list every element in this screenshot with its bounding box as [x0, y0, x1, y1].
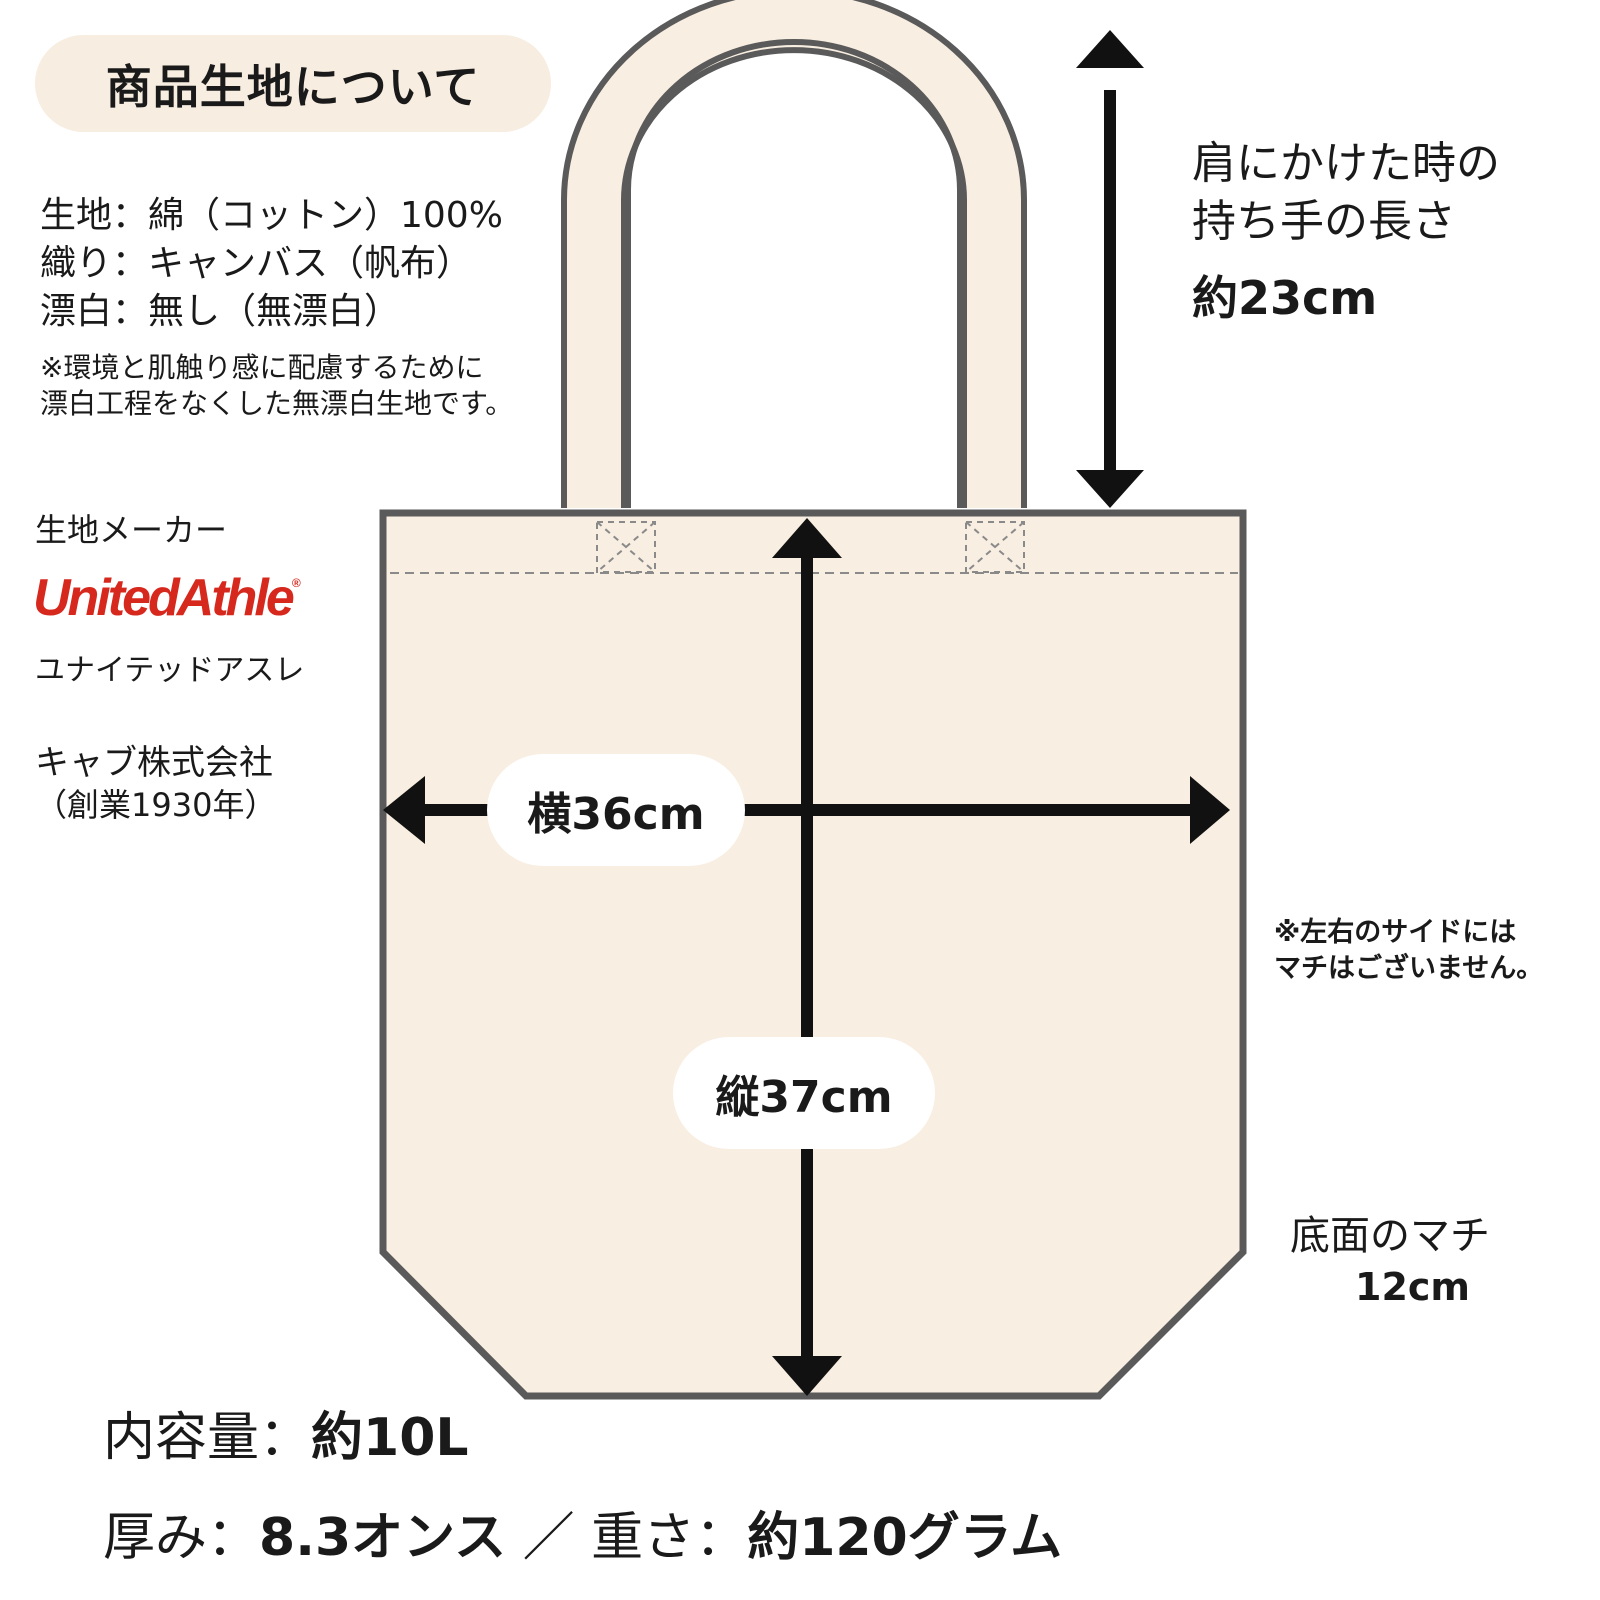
width-label: 横36cm: [487, 754, 745, 866]
weight-separator: ／: [522, 1508, 575, 1568]
side-note-line2: マチはございません。: [1274, 953, 1544, 984]
maker-founded: （創業1930年）: [35, 786, 277, 824]
height-arrow: [772, 518, 842, 1396]
weight-label: 重さ：: [591, 1508, 748, 1568]
capacity-row: 内容量：約10L: [103, 1395, 469, 1470]
handle-desc-line2: 持ち手の長さ: [1192, 196, 1456, 247]
spec-weave: 織り：キャンバス（帆布）: [40, 243, 473, 284]
stitch-box-right: [965, 521, 1025, 573]
maker-kana: ユナイテッドアスレ: [35, 653, 305, 688]
handle-inner: [625, 39, 963, 508]
section-title: 商品生地について: [35, 35, 551, 132]
maker-label: 生地メーカー: [35, 511, 228, 549]
handle-length-value: 約23cm: [1192, 271, 1378, 325]
capacity-label: 内容量：: [103, 1408, 312, 1468]
weight-row: 厚み：8.3オンス ／ 重さ：約120グラム: [103, 1495, 1062, 1570]
thickness-value: 8.3オンス: [259, 1508, 507, 1568]
handle-length-arrow: [1076, 30, 1144, 508]
maker-company: キャブ株式会社: [35, 743, 273, 783]
stitch-box-left: [596, 521, 656, 573]
maker-logo: UnitedAthle®: [33, 568, 301, 628]
capacity-value: 約10L: [311, 1408, 469, 1468]
handle-outer-fill: [567, 0, 1021, 508]
weight-value: 約120グラム: [747, 1508, 1063, 1568]
height-label: 縦37cm: [673, 1037, 935, 1149]
gusset-value: 12cm: [1355, 1265, 1471, 1309]
thickness-label: 厚み：: [103, 1508, 260, 1568]
handle-desc-line1: 肩にかけた時の: [1192, 138, 1500, 189]
gusset-label: 底面のマチ: [1290, 1213, 1490, 1259]
maker-logo-mark: ®: [291, 576, 301, 590]
side-note-line1: ※左右のサイドには: [1274, 917, 1517, 948]
spec-bleach: 漂白：無し（無漂白）: [40, 291, 401, 332]
spec-fabric: 生地：綿（コットン）100%: [40, 195, 503, 236]
spec-note-line1: ※環境と肌触り感に配慮するために: [40, 351, 484, 384]
maker-logo-text: UnitedAthle: [33, 569, 295, 627]
spec-note-line2: 漂白工程をなくした無漂白生地です。: [40, 387, 514, 420]
